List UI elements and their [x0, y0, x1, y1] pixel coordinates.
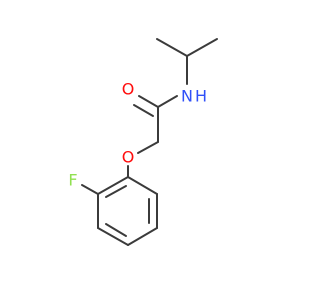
molecule-structure-diagram: O N H O F: [0, 0, 300, 300]
bond-methylene-to-ether-oxygen: [137, 141, 159, 154]
atom-labels: O N H O F: [68, 80, 207, 190]
ring-bond-6: [97, 176, 129, 195]
amide-nitrogen-label: N: [181, 87, 193, 106]
carbonyl-oxygen-label: O: [122, 80, 135, 99]
bonds: [81, 38, 218, 246]
ring-bond-3: [127, 227, 158, 246]
ring-bond-1: [127, 176, 158, 195]
ring-bond-4: [97, 227, 129, 246]
ether-oxygen-label: O: [122, 148, 135, 167]
bond-isopropyl-methyl-left: [156, 38, 188, 57]
fluorine-label: F: [68, 171, 77, 190]
bond-isopropyl-methyl-right: [186, 38, 218, 57]
ring-inner-double-bond-bottom: [105, 223, 127, 237]
ring-inner-double-bond-top: [105, 185, 127, 198]
bond-nitrogen-to-carbonyl: [157, 95, 178, 108]
bond-carbonyl-double-2: [133, 104, 154, 117]
bond-carbonyl-double-1: [138, 95, 159, 108]
canvas-background: [0, 0, 300, 300]
bond-ring-to-fluorine: [81, 184, 99, 195]
amide-hydrogen-label: H: [195, 87, 207, 106]
